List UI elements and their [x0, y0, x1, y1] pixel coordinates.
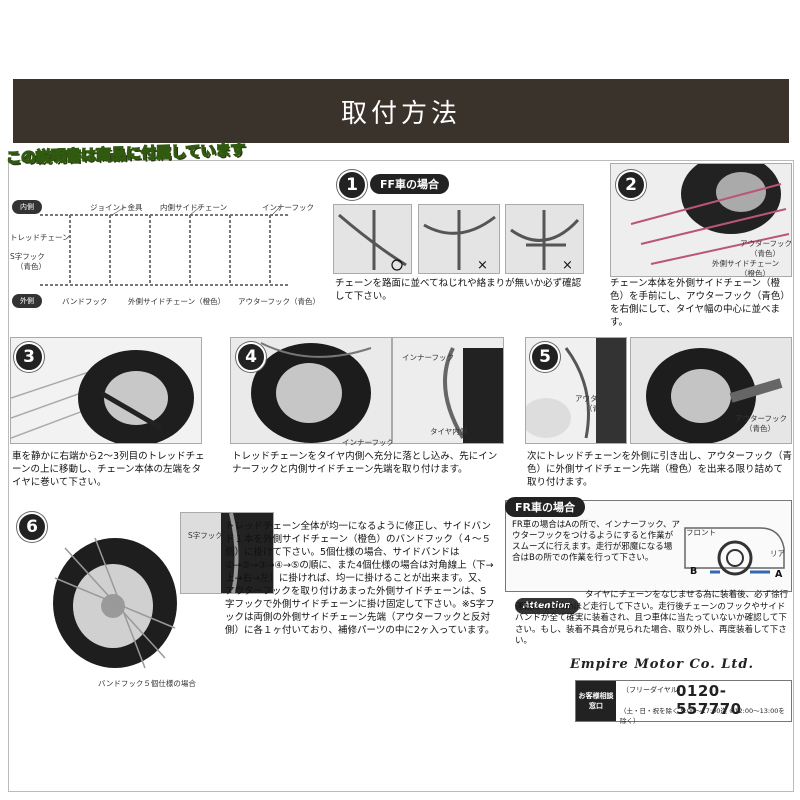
label-s-hook-color: （青色）	[16, 262, 46, 271]
fr-heading: FR車の場合	[505, 497, 585, 517]
company-name: Empire Motor Co. Ltd.	[570, 657, 755, 672]
step2-text: チェーン本体を外側サイドチェーン（橙色）を手前にし、アウターフック（青色）を右側…	[610, 278, 790, 328]
step6-caption: バンドフック５個仕様の場合	[98, 679, 196, 688]
step-number-6: 6	[17, 512, 47, 542]
fr-label-rear: リア	[770, 549, 785, 558]
step4-text: トレッドチェーンをタイヤ内側へ充分に落とし込み、先にインナーフックと内側サイドチ…	[232, 451, 498, 475]
attention-heading: Attention	[515, 598, 579, 614]
support-hours: （土・日・祝を除く 9:00～17:00迄 ※12:00～13:00を除く）	[620, 707, 785, 725]
step6-inset-label: S字フック	[188, 531, 223, 540]
label-inner-hook: インナーフック	[262, 203, 315, 212]
label-s-hook: S字フック	[10, 252, 45, 261]
instruction-sheet	[8, 160, 794, 792]
step2-photo	[610, 163, 792, 277]
step5-label-outer-hook-a: アウターフック	[575, 394, 628, 403]
phone-number: 0120-557770	[676, 682, 742, 718]
page-title-banner: 取付方法	[13, 79, 789, 143]
step-number-1: 1	[337, 170, 367, 200]
step3-text: 車を静かに右端から2～3列目のトレッドチェーンの上に移動し、チェーン本体の左端を…	[12, 451, 205, 488]
step-number-4: 4	[236, 342, 266, 372]
label-inner-side-chain: 内側サイドチェーン	[160, 203, 228, 212]
outer-side-pill: 外側	[12, 294, 42, 308]
step-number-3: 3	[14, 342, 44, 372]
label-joint: ジョイント金具	[90, 203, 143, 212]
contact-box: お客様相談窓口 （フリーダイヤル） 0120-557770 （土・日・祝を除く …	[575, 680, 792, 725]
step5-text: 次にトレッドチェーンを外側に引き出し、アウターフック（青色）に外側サイドチェーン…	[527, 451, 792, 488]
step2-label-outer-hook: アウターフック	[740, 239, 793, 248]
step2-label-outer-hook-color: （青色）	[750, 249, 780, 258]
step2-label-outer-chain: 外側サイドチェーン	[712, 259, 780, 268]
step4-inset-photo	[392, 337, 504, 444]
step6-inset-photo	[180, 512, 274, 594]
step1-photo-correct	[333, 204, 412, 274]
step1-photo-twisted: ×	[418, 204, 500, 274]
page-title: 取付方法	[340, 98, 461, 129]
fr-label-b: B	[690, 566, 698, 577]
ff-heading: FF車の場合	[370, 174, 450, 194]
step4-inset-label: インナーフック	[402, 353, 455, 362]
contact-label: お客様相談窓口	[576, 681, 616, 721]
step5-photo-right	[630, 337, 792, 444]
step1-text: チェーンを路面に並べてねじれや絡まりが無いか必ず確認して下さい。	[335, 278, 582, 302]
step2-label-outer-chain-color: （橙色）	[740, 269, 770, 278]
step6-tire-photo	[53, 537, 177, 669]
fr-label-front: フロント	[686, 528, 716, 537]
step-number-5: 5	[530, 342, 560, 372]
label-tread-chain: トレッドチェーン	[10, 233, 70, 242]
attention-text: タイヤにチェーンをなじませる為に装着後、必ず徐行運転にて100mほど走行して下さ…	[515, 590, 789, 646]
step-number-2: 2	[616, 170, 646, 200]
step4-label-tire-inside: タイヤ内側	[430, 427, 468, 436]
label-outer-hook: アウターフック（青色）	[238, 297, 321, 306]
chain-parts-diagram	[40, 206, 290, 286]
wrong-mark-icon: ×	[562, 258, 573, 273]
step3-photo	[10, 337, 202, 444]
step5-label-outer-hook-a-color: （青色）	[585, 404, 615, 413]
step1-photo-tangled: ×	[505, 204, 584, 274]
step6-text: トレッドチェーン全体が均一になるように修正し、サイドバンド１本を外側サイドチェー…	[225, 521, 495, 636]
fr-label-a: A	[775, 569, 783, 580]
correct-mark-icon	[391, 259, 403, 271]
step5-label-outer-hook-b-color: （青色）	[745, 424, 775, 433]
step4-label-inner-hook: インナーフック	[342, 438, 395, 447]
free-dial-label: （フリーダイヤル）	[622, 686, 685, 694]
fr-car-diagram	[684, 527, 785, 576]
step5-label-outer-hook-b: アウターフック	[735, 414, 788, 423]
fr-text: FR車の場合はAの所で、インナーフック、アウターフックをつけるようにすると作業が…	[512, 520, 680, 563]
label-band-hook: バンドフック	[62, 297, 108, 306]
inner-side-pill: 内側	[12, 200, 42, 214]
wrong-mark-icon: ×	[477, 258, 488, 273]
label-outer-side-chain: 外側サイドチェーン（橙色）	[128, 297, 226, 306]
